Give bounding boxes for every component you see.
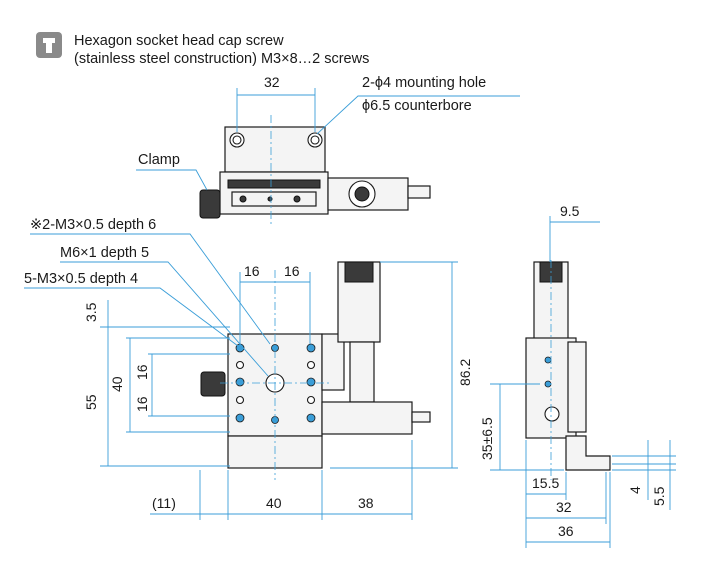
dim-top-width: 32 — [264, 74, 280, 90]
dim-s32: 32 — [556, 499, 572, 515]
note-tap-2: M6×1 depth 5 — [60, 245, 149, 261]
dim-v3-5: 3.5 — [83, 302, 99, 322]
screw-head-icon — [36, 32, 62, 58]
dim-h16-b: 16 — [284, 263, 300, 279]
dim-v16-a: 16 — [134, 364, 150, 380]
dim-side-top: 9.5 — [560, 203, 580, 219]
dim-b40: 40 — [266, 495, 282, 511]
dim-s4: 4 — [627, 486, 643, 494]
note-mount-2: ϕ6.5 counterbore — [362, 98, 472, 114]
dim-b38: 38 — [358, 495, 374, 511]
note-tap-1: ※2-M3×0.5 depth 6 — [30, 217, 156, 233]
note-tap-3: 5-M3×0.5 depth 4 — [24, 271, 138, 287]
side-view — [525, 260, 611, 480]
legend-line-2: (stainless steel construction) M3×8…2 sc… — [74, 51, 369, 67]
dim-v86-2: 86.2 — [457, 359, 473, 386]
top-view — [199, 115, 431, 225]
dim-b11: (11) — [152, 495, 176, 511]
dim-s5-5: 5.5 — [651, 486, 667, 506]
note-clamp: Clamp — [138, 152, 180, 168]
legend-line-1: Hexagon socket head cap screw — [74, 33, 284, 49]
note-mount-1: 2-ϕ4 mounting hole — [362, 75, 486, 91]
dim-v55: 55 — [83, 394, 99, 410]
front-view — [200, 261, 431, 480]
dim-s15-5: 15.5 — [532, 475, 559, 491]
dim-s36: 36 — [558, 523, 574, 539]
dim-v16-b: 16 — [134, 396, 150, 412]
dim-h16-a: 16 — [244, 263, 260, 279]
dim-v35-6-5: 35±6.5 — [479, 417, 495, 460]
dim-v40: 40 — [109, 376, 125, 392]
